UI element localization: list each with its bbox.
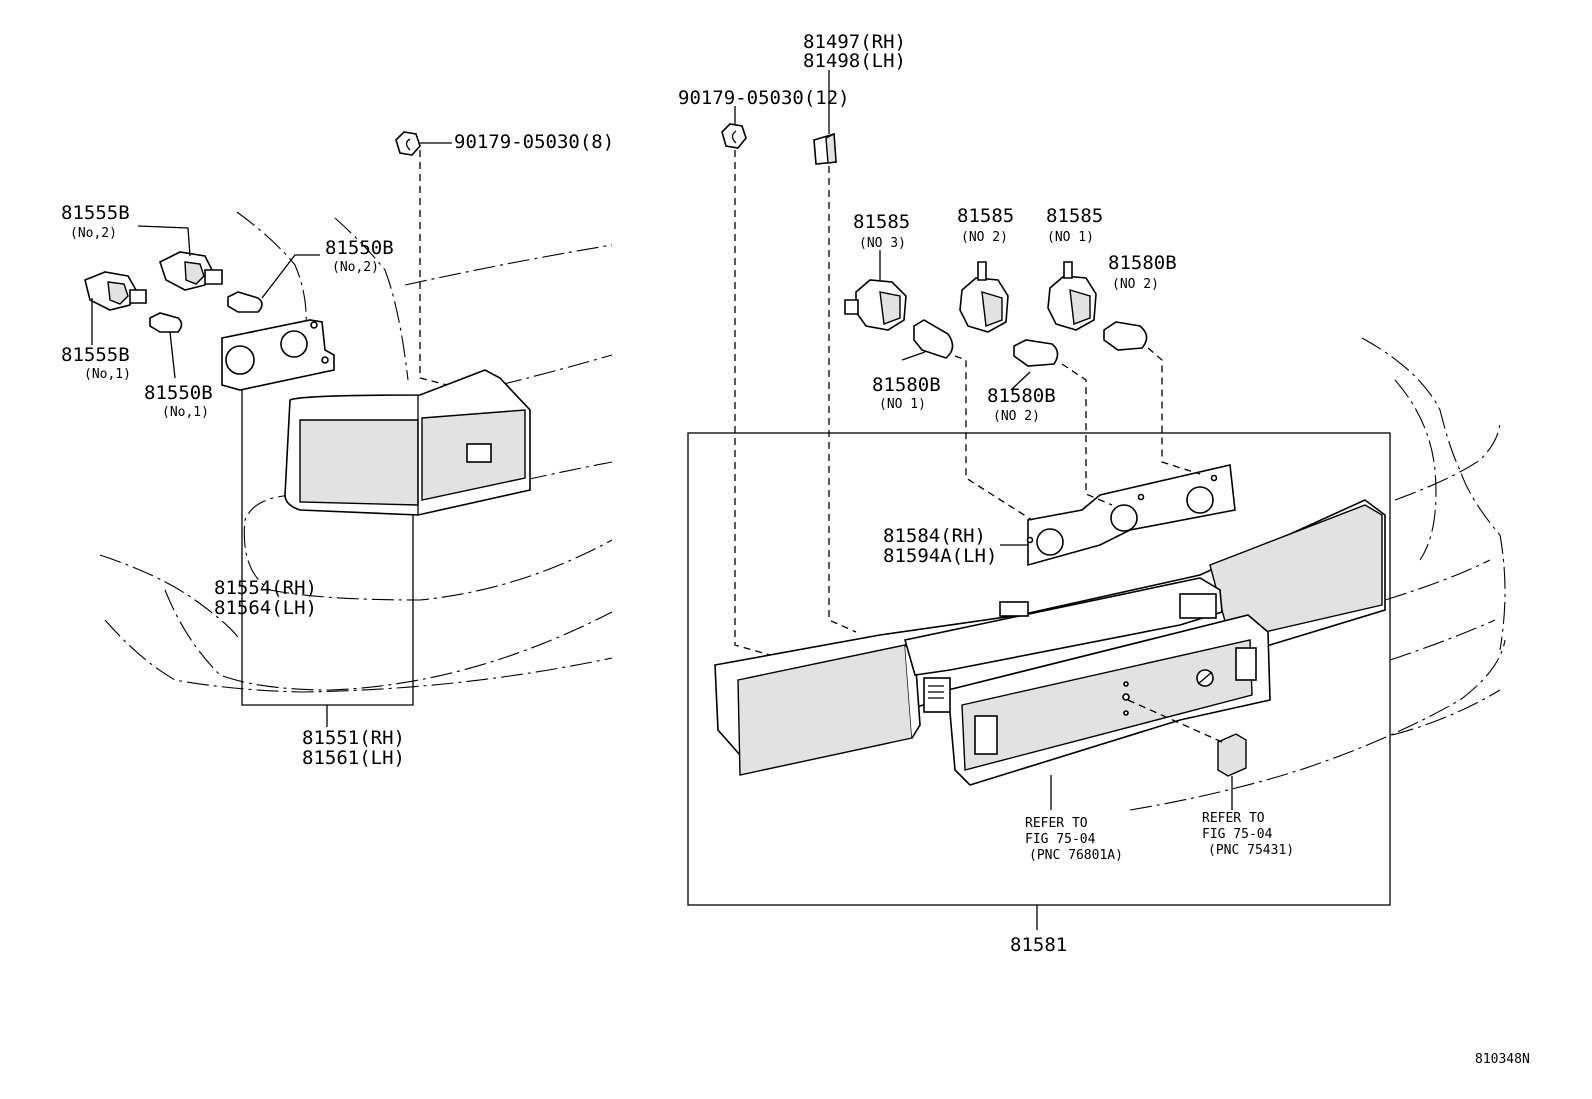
label-refer1-line2: FIG 75-04 <box>1025 832 1096 847</box>
lamp-assembly-left <box>221 319 531 516</box>
label-socket-no3: 81585 <box>853 211 910 233</box>
label-socket-no2-left-sub: (No,2) <box>70 226 117 241</box>
label-plate-lh: 81594A(LH) <box>883 545 997 567</box>
bulb-no1-left <box>149 312 183 333</box>
label-lens-lh: 81564(LH) <box>214 597 317 619</box>
socket-plate-81584 <box>1026 464 1236 567</box>
label-garnish-assy: 81581 <box>1010 934 1067 956</box>
label-lens-rh: 81554(RH) <box>214 577 317 599</box>
socket-no2 <box>959 261 1009 333</box>
label-bulb-mid-right: 81580B <box>987 385 1056 407</box>
label-bulb-mid-left-sub: (NO 1) <box>879 397 926 412</box>
garnish-assembly-frame <box>687 432 1391 906</box>
label-refer2-line3: (PNC 75431) <box>1208 843 1294 858</box>
label-socket-no1-left: 81555B <box>61 344 130 366</box>
label-socket-no3-sub: (NO 3) <box>859 236 906 251</box>
leader-lines-left <box>91 142 452 727</box>
bulb-81580b-no2-mid <box>1013 339 1059 367</box>
bolt-icon-center <box>721 123 747 149</box>
label-bulb-no1-left: 81550B <box>144 382 213 404</box>
label-bulb-no2-left-sub: (No,2) <box>332 260 379 275</box>
leader-lines-center <box>734 70 1233 930</box>
label-bulb-top: 81580B <box>1108 252 1177 274</box>
reflector-part <box>1217 733 1247 777</box>
label-plate-rh: 81584(RH) <box>883 525 986 547</box>
label-bolt-left: 90179-05030(8) <box>454 131 614 153</box>
labels: 90179-05030(8) 90179-05030(12) 81497(RH)… <box>61 31 1530 1067</box>
label-bulb-mid-left: 81580B <box>872 374 941 396</box>
label-bulb-no2-left: 81550B <box>325 237 394 259</box>
label-bracket-rh: 81497(RH) <box>803 31 906 53</box>
label-refer1-line1: REFER TO <box>1025 816 1088 831</box>
label-bulb-top-sub: (NO 2) <box>1112 277 1159 292</box>
label-socket-no1-sub: (NO 1) <box>1047 230 1094 245</box>
label-lamp-assy-lh: 81561(LH) <box>302 747 405 769</box>
socket-no1-left <box>84 271 147 311</box>
garnish-assembly <box>687 432 1391 906</box>
label-bracket-lh: 81498(LH) <box>803 50 906 72</box>
label-bulb-no1-left-sub: (No,1) <box>162 405 209 420</box>
socket-no1 <box>1047 261 1097 331</box>
bracket-81497 <box>813 132 837 165</box>
bulb-no2-left <box>227 291 263 313</box>
label-socket-no1-left-sub: (No,1) <box>84 367 131 382</box>
label-socket-no2: 81585 <box>957 205 1014 227</box>
label-bolt-center: 90179-05030(12) <box>678 87 850 109</box>
label-socket-no1: 81585 <box>1046 205 1103 227</box>
label-lamp-assy-rh: 81551(RH) <box>302 727 405 749</box>
label-refer2-line1: REFER TO <box>1202 811 1265 826</box>
label-socket-no2-sub: (NO 2) <box>961 230 1008 245</box>
vehicle-body-outline <box>99 211 1506 811</box>
bulb-81580b-no1 <box>913 319 954 359</box>
bolt-icon-left <box>395 131 421 156</box>
bulb-81580b-no2-top <box>1103 321 1148 351</box>
label-socket-no2-left: 81555B <box>61 202 130 224</box>
socket-no2-left <box>159 251 223 291</box>
figure-code: 810348N <box>1475 1052 1530 1067</box>
label-bulb-mid-right-sub: (NO 2) <box>993 409 1040 424</box>
label-refer2-line2: FIG 75-04 <box>1202 827 1273 842</box>
label-refer1-line3: (PNC 76801A) <box>1029 848 1123 863</box>
socket-no3 <box>844 279 907 331</box>
